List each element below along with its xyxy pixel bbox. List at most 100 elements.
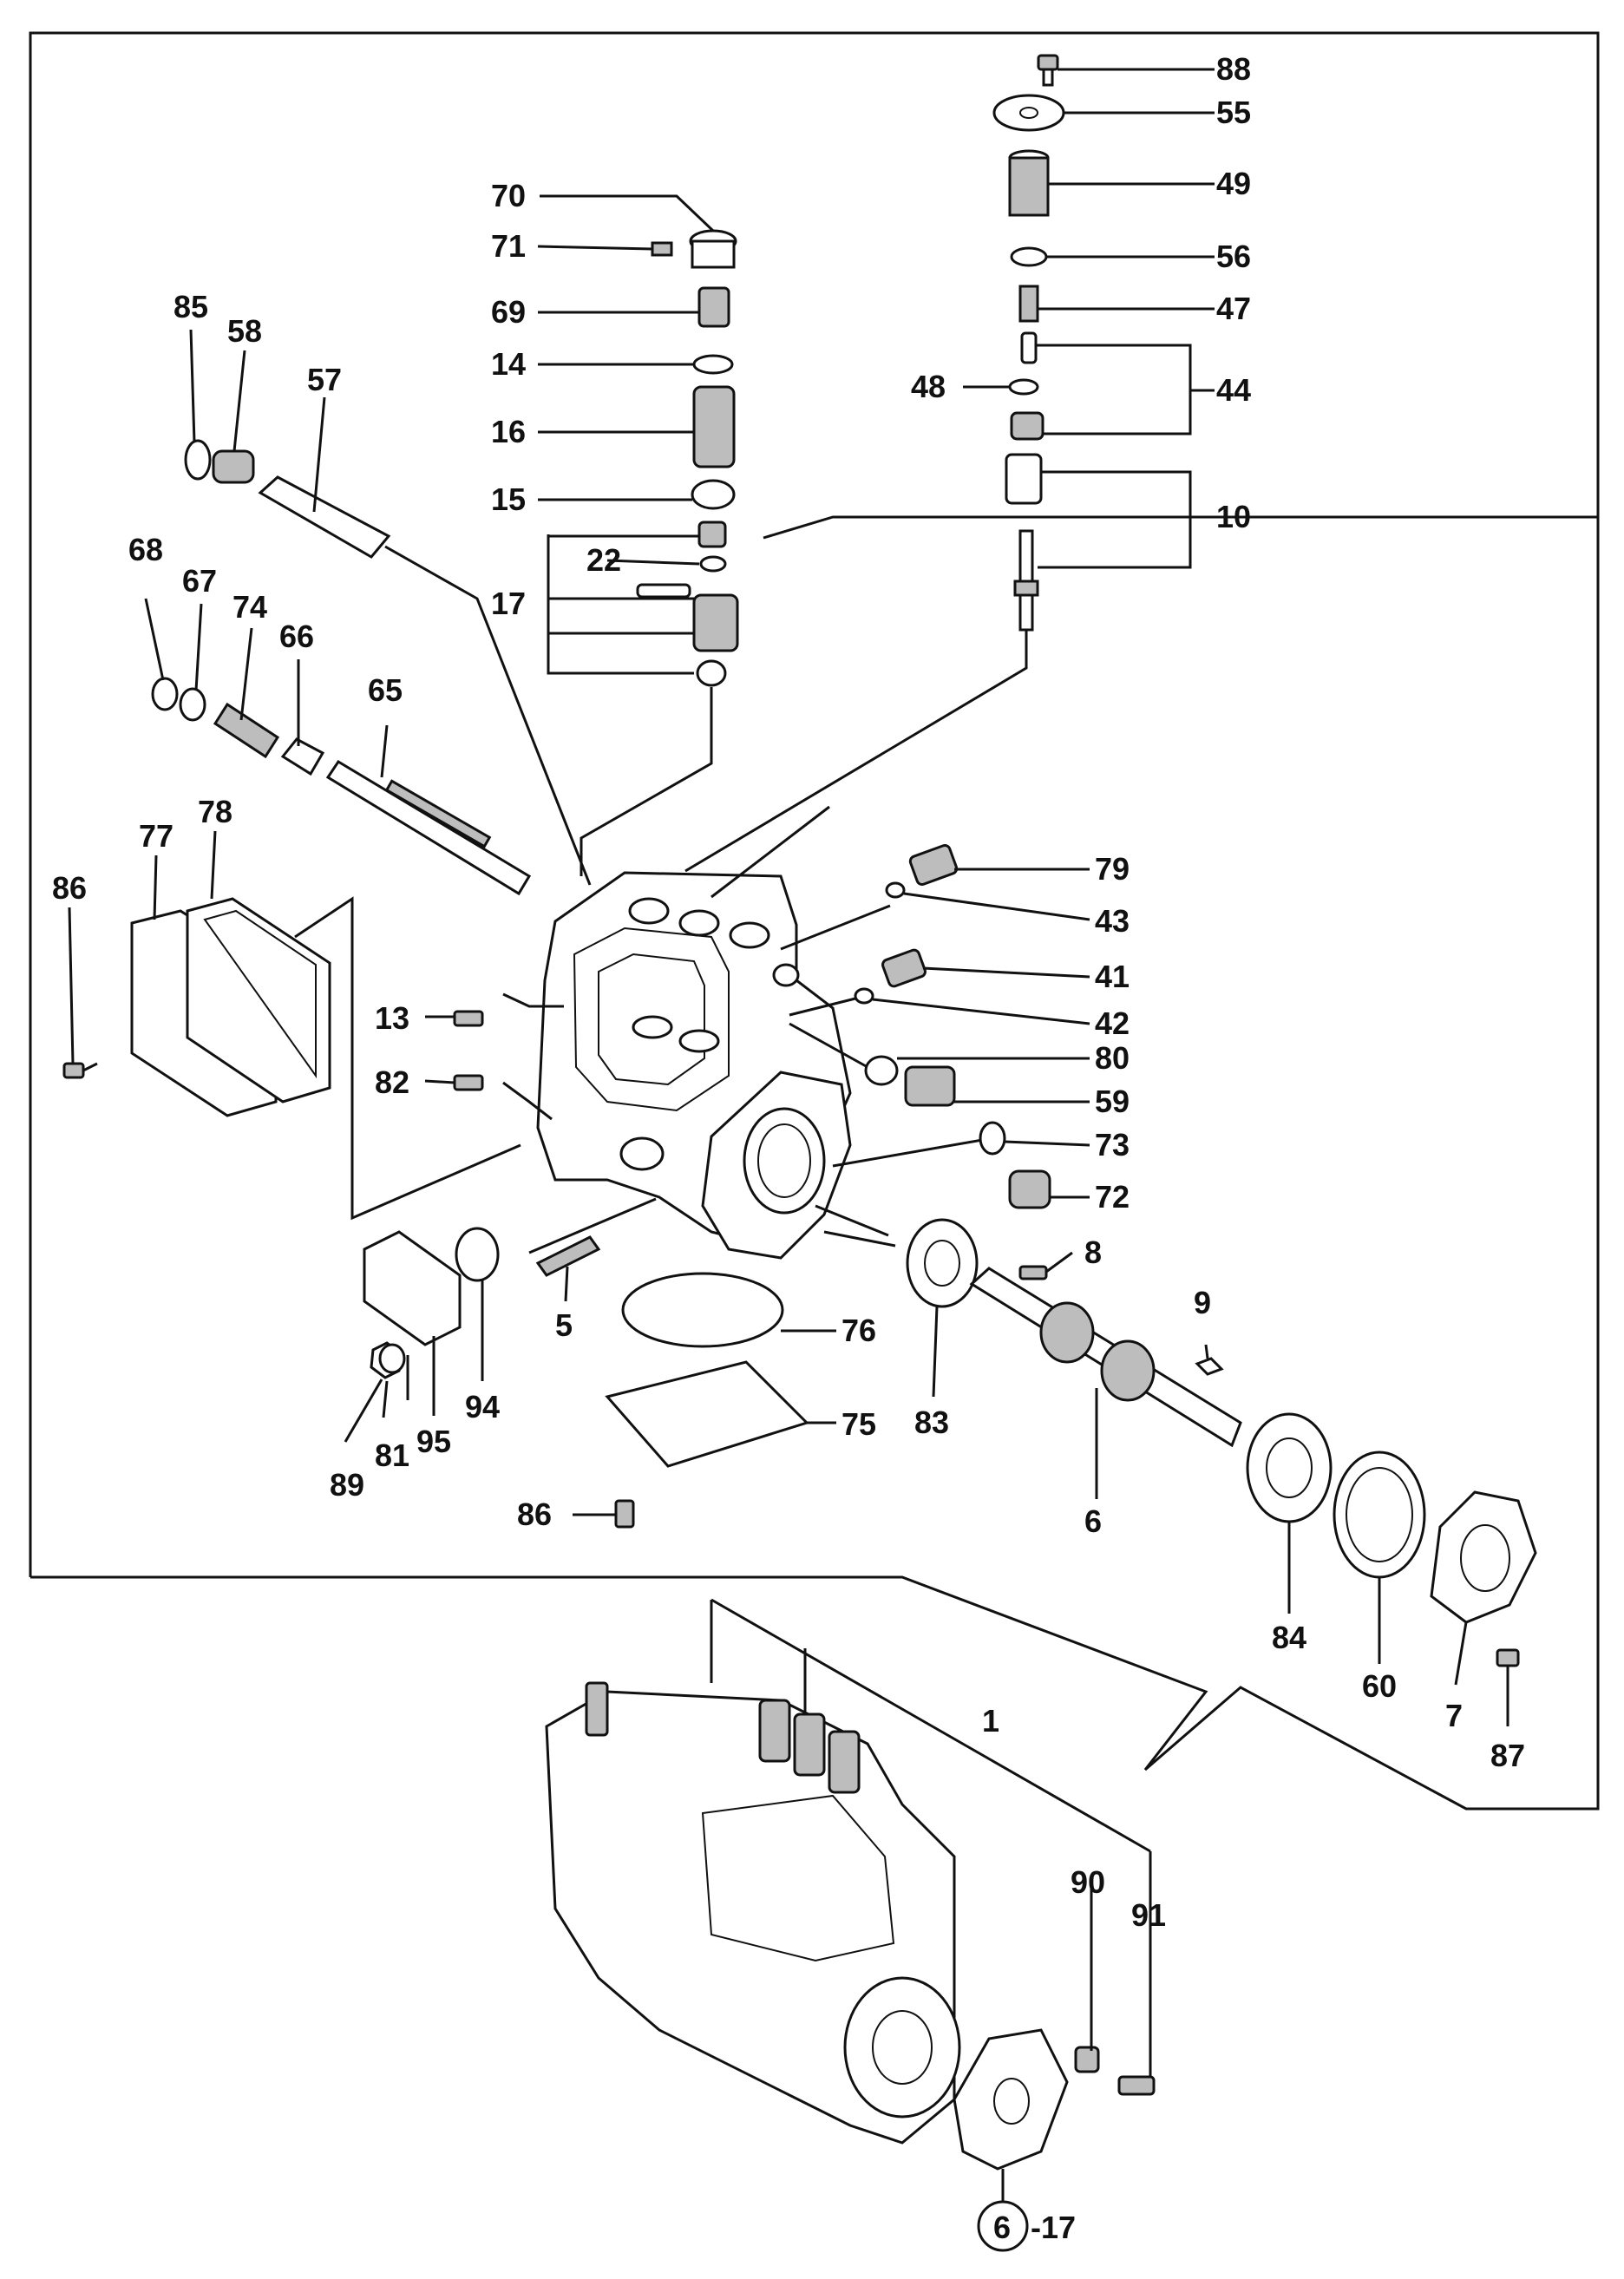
collar-66 <box>280 737 325 776</box>
gasket-60-inner <box>1346 1467 1413 1562</box>
fitting-41 <box>881 948 927 988</box>
ref-circle <box>977 2200 1029 2252</box>
cover-95 <box>363 1230 462 1346</box>
label-22: 22 <box>586 542 621 578</box>
label-67: 67 <box>182 563 217 599</box>
barrel-10 <box>1005 453 1043 505</box>
bolt-87 <box>1496 1648 1520 1667</box>
label-89: 89 <box>330 1467 364 1503</box>
cam-lobe-2 <box>1100 1339 1156 1402</box>
label-70: 70 <box>491 178 526 213</box>
inner-port-2 <box>678 1029 720 1053</box>
washer-81 <box>378 1343 406 1374</box>
label-77: 77 <box>139 818 174 854</box>
pin-13 <box>453 1010 484 1027</box>
plug-72 <box>1008 1169 1051 1209</box>
gasket-78-inner <box>203 909 317 1079</box>
gasket-75 <box>605 1360 809 1468</box>
label-8: 8 <box>1084 1234 1102 1270</box>
label-87: 87 <box>1490 1738 1525 1773</box>
label-79: 79 <box>1095 851 1130 887</box>
label-1: 1 <box>982 1703 999 1739</box>
leaders-camshaft <box>1045 1251 1509 1726</box>
leaders-top-right <box>684 68 1215 873</box>
bearing-83 <box>906 1218 979 1308</box>
rack-teeth <box>384 779 492 848</box>
o-ring-43 <box>885 881 906 899</box>
label-44: 44 <box>1216 372 1251 408</box>
bearing-83-inner <box>924 1240 960 1287</box>
screw-86b <box>614 1499 635 1529</box>
upper-frame-border <box>29 31 1600 1577</box>
screw-17a <box>697 521 727 548</box>
sleeve-17 <box>692 593 739 652</box>
label-69: 69 <box>491 294 526 330</box>
pump-valve-holder-3 <box>828 1730 861 1794</box>
leaders-right-fittings <box>872 868 1090 1199</box>
camshaft-group <box>969 1265 1537 1667</box>
label-76: 76 <box>841 1313 876 1348</box>
label-86-lower: 86 <box>517 1496 552 1532</box>
label-7: 7 <box>1445 1698 1463 1733</box>
bore-3 <box>729 921 770 949</box>
label-78: 78 <box>198 794 232 829</box>
cover-7 <box>1430 1490 1537 1624</box>
label-95: 95 <box>416 1424 451 1459</box>
label-72: 72 <box>1095 1179 1130 1215</box>
right-fittings <box>854 844 1051 1209</box>
washer-14 <box>692 354 734 375</box>
control-rack-65 <box>325 759 532 896</box>
plug-58 <box>212 449 255 484</box>
tube-57 <box>258 475 391 559</box>
label-48: 48 <box>911 369 946 404</box>
label-10: 10 <box>1216 499 1251 534</box>
leaders-lower-left <box>344 1015 939 1516</box>
assembled-pump <box>545 1681 1156 2171</box>
label-94: 94 <box>465 1389 500 1424</box>
bolt-88-shank <box>1042 68 1054 87</box>
callout-labels: 88 55 49 56 47 48 44 10 70 71 69 14 16 1… <box>52 51 1525 2245</box>
label-ref-suffix: -17 <box>1031 2210 1076 2245</box>
spring-47 <box>1018 285 1039 323</box>
label-90: 90 <box>1071 1864 1105 1900</box>
label-6: 6 <box>1084 1503 1102 1539</box>
seat-15 <box>691 479 736 510</box>
key-9 <box>1195 1357 1224 1376</box>
lower-port <box>619 1136 665 1171</box>
label-16: 16 <box>491 414 526 449</box>
side-port <box>772 963 800 987</box>
frame-divider <box>763 515 1598 540</box>
washer-48 <box>1008 378 1039 396</box>
washer-22 <box>699 555 727 573</box>
leaders-assembled <box>710 1598 1152 2252</box>
stud-5 <box>535 1235 601 1277</box>
key-8 <box>1018 1265 1048 1280</box>
pump-front-flange-inner <box>872 2010 933 2085</box>
label-49: 49 <box>1216 166 1251 201</box>
label-9: 9 <box>1194 1285 1211 1320</box>
screw-71 <box>651 241 673 257</box>
valve-44 <box>1020 331 1038 364</box>
label-88: 88 <box>1216 51 1251 87</box>
part-90 <box>1074 2046 1100 2073</box>
spring-stack <box>636 229 739 687</box>
gasket-60 <box>1333 1451 1426 1579</box>
fitting-79 <box>908 844 959 886</box>
label-80: 80 <box>1095 1040 1130 1076</box>
bolt-88 <box>1037 54 1059 71</box>
pin-17 <box>636 583 691 599</box>
label-17: 17 <box>491 586 526 621</box>
housing-window <box>573 927 730 1112</box>
bolt-91 <box>1117 2075 1156 2096</box>
leaders-rack <box>144 329 592 886</box>
label-71: 71 <box>491 228 526 264</box>
label-47: 47 <box>1216 291 1251 326</box>
spring-74 <box>213 702 280 759</box>
label-65: 65 <box>368 672 403 708</box>
inner-port-1 <box>632 1015 673 1039</box>
plug-59 <box>904 1065 956 1107</box>
label-83: 83 <box>914 1405 949 1440</box>
cover-plates <box>62 897 331 1117</box>
